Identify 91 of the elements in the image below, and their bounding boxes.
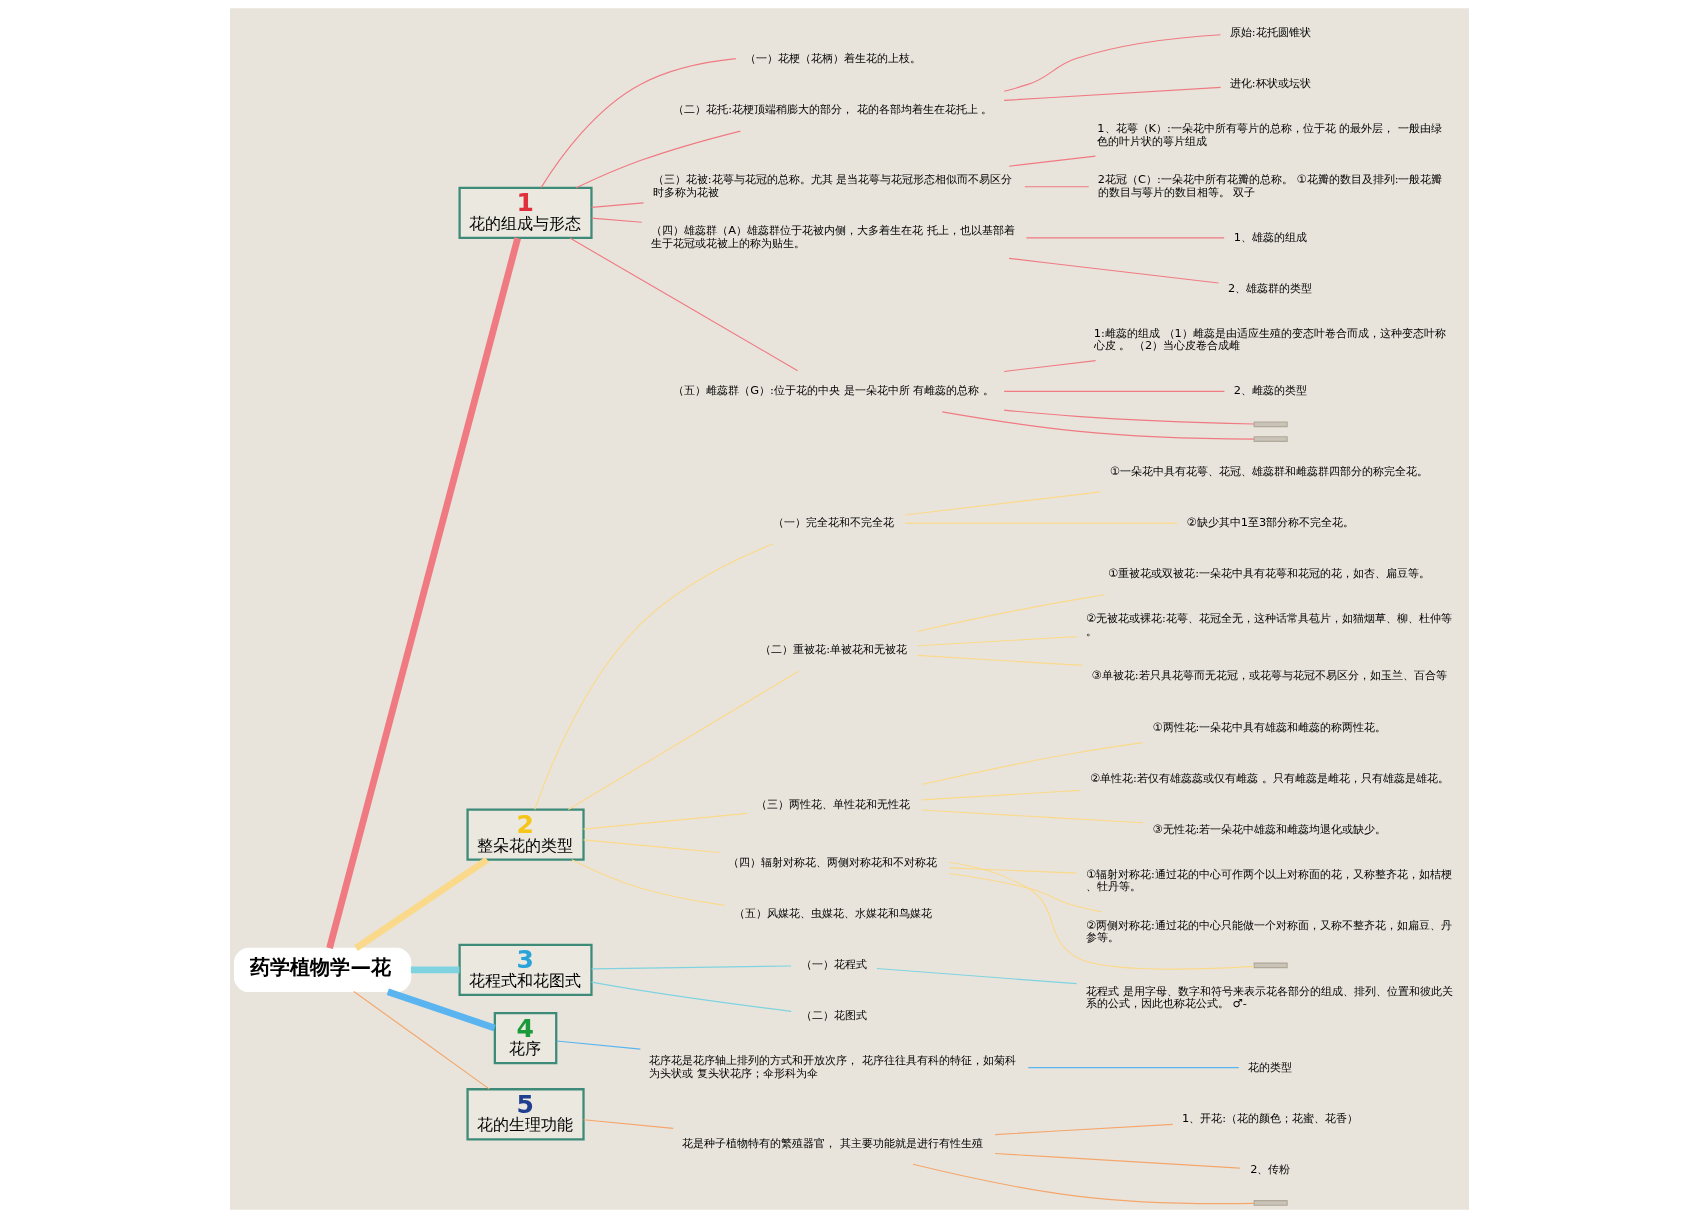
connector bbox=[540, 58, 737, 189]
node-box: 5 花的生理功能 bbox=[466, 1088, 585, 1141]
connector bbox=[1027, 1067, 1240, 1069]
node-text: 2、雄蕊群的类型 bbox=[1228, 280, 1313, 295]
connector bbox=[353, 990, 490, 1090]
node-text: 1、雄蕊的组成 bbox=[1233, 229, 1307, 244]
node-text: （四）辐射对称花、两侧对称花和不对称花 bbox=[728, 854, 938, 869]
connector bbox=[916, 654, 1083, 666]
node-box: 1 花的组成与形态 bbox=[458, 186, 593, 239]
connector bbox=[1003, 34, 1222, 92]
node-text: ①辐射对称花:通过花的中心可作两个以上对称面的花，又称整齐花，如桔梗、牡丹等。 bbox=[1085, 866, 1452, 894]
node-text: ②缺少其中1至3部分称不完全花。 bbox=[1186, 515, 1355, 530]
connector bbox=[948, 861, 1255, 970]
node-text: ③无性花:若一朵花中雄蕊和雌蕊均退化或缺少。 bbox=[1152, 821, 1387, 836]
connector bbox=[948, 867, 1077, 874]
node-text: （一）花梗（花柄）着生花的上枝。 bbox=[744, 51, 921, 66]
connector bbox=[994, 1123, 1174, 1136]
node-text: 花序花是花序轴上排列的方式和开放次序， 花序往往具有科的特征，如菊科为头状或 复头状花序；伞形科为伞 bbox=[649, 1053, 1017, 1080]
connector bbox=[569, 237, 799, 372]
node-text: ②无被花或裸花:花萼、花冠全无，这种话常具苞片，如猫烟草、柳、杜仲等。 bbox=[1085, 611, 1452, 638]
connector bbox=[575, 130, 741, 189]
connector bbox=[1003, 86, 1222, 101]
connector bbox=[916, 636, 1077, 647]
connector bbox=[583, 839, 720, 854]
node-text: （一）完全花和不完全花 bbox=[772, 515, 894, 530]
connector bbox=[876, 967, 1078, 985]
connector bbox=[591, 965, 792, 970]
connector bbox=[904, 491, 1102, 516]
node-text: （五）雌蕊群（G）:位于花的中央 是一朵花中所 有雌蕊的总称 。 bbox=[673, 383, 994, 398]
connector bbox=[912, 1163, 1255, 1205]
node-text: ②两侧对称花:通过花的中心只能做一个对称面，又称不整齐花，如扁豆、丹参等。 bbox=[1085, 917, 1452, 945]
node-text: （一）花程式 bbox=[800, 957, 867, 972]
connector bbox=[1003, 360, 1097, 372]
node-text: （三）两性花、单性花和无性花 bbox=[756, 796, 911, 811]
connector bbox=[567, 670, 800, 811]
node-text: ①一朵花中具有花萼、花冠、雄蕊群和雌蕊群四部分的称完全花。 bbox=[1109, 463, 1428, 478]
node-text: 原始:花托圆锥状 bbox=[1229, 25, 1311, 40]
node-text: （三）花被:花萼与花冠的总称。尤其 是当花萼与花冠形态相似而不易区分时多称为花被 bbox=[652, 172, 1013, 199]
node-box: 2 整朵花的类型 bbox=[466, 808, 585, 861]
node-text: （二）花图式 bbox=[800, 1008, 867, 1023]
node-bar bbox=[1253, 436, 1288, 442]
node-text: （二）花托:花梗顶端稍膨大的部分， 花的各部均着生在花托上 。 bbox=[673, 102, 993, 117]
node-box: 4 花序 bbox=[493, 1011, 558, 1065]
node-text: （四）雄蕊群（A）雄蕊群位于花被内侧，大多着生在花 托上，也以基部着生于花冠或花被上的称为贴生。 bbox=[651, 223, 1015, 250]
node-text: 花的类型 bbox=[1247, 1059, 1292, 1074]
connector bbox=[326, 237, 521, 949]
connector bbox=[556, 1040, 641, 1050]
connector bbox=[921, 742, 1144, 786]
node-bar bbox=[1253, 421, 1288, 428]
node-text: （二）重被花:单被花和无被花 bbox=[760, 642, 908, 657]
connector bbox=[1003, 409, 1255, 425]
connector bbox=[590, 981, 792, 1012]
connector bbox=[1003, 390, 1225, 392]
node-text: 2、传粉 bbox=[1250, 1161, 1291, 1176]
node-text: （五）风媒花、虫媒花、水媒花和鸟媒花 bbox=[734, 906, 933, 921]
node-text: 进化:杯状或坛状 bbox=[1229, 76, 1311, 91]
node-text: 1、开花:（花的颜色；花蜜、花香） bbox=[1181, 1110, 1359, 1125]
connector bbox=[916, 594, 1106, 633]
connector bbox=[583, 812, 748, 830]
node-text: 2、雌蕊的类型 bbox=[1233, 383, 1307, 398]
connector bbox=[354, 856, 490, 951]
connector bbox=[948, 872, 1103, 913]
connector bbox=[571, 859, 726, 906]
node-text: 2花冠（C）:一朵花中所有花瓣的总称。 ①花瓣的数目及排列:一般花瓣的数目与萼片的数目相等。 双子 bbox=[1097, 172, 1443, 199]
node-bar bbox=[1253, 1200, 1288, 1206]
connector bbox=[583, 1119, 674, 1129]
node-box: 3 花程式和花图式 bbox=[458, 943, 593, 997]
node-bar bbox=[1253, 962, 1288, 969]
node-text: ③单被花:若只具花萼而无花冠，或花萼与花冠不易区分，如玉兰、百合等 bbox=[1091, 668, 1447, 683]
connector bbox=[1008, 155, 1097, 167]
connector bbox=[534, 543, 774, 811]
connector bbox=[921, 789, 1082, 801]
connector bbox=[1008, 257, 1220, 284]
connector bbox=[1025, 237, 1225, 239]
node-text: ②单性花:若仅有雄蕊蕊或仅有雌蕊 。只有雌蕊是雌花，只有雄蕊是雄花。 bbox=[1089, 770, 1449, 785]
node-text: 花是种子植物特有的繁殖器官， 其主要功能就是进行有性生殖 bbox=[682, 1135, 984, 1150]
node-box: 药学植物学—花 bbox=[234, 947, 412, 993]
node-text: ①重被花或双被花:一朵花中具有花萼和花冠的花，如杏、扁豆等。 bbox=[1108, 566, 1431, 581]
node-text: 花程式 是用字母、数字和符号来表示花各部分的组成、排列、位置和彼此关系的公式，因此也称花公式。 ♂- bbox=[1085, 983, 1453, 1011]
connector bbox=[1024, 186, 1090, 188]
connector bbox=[386, 988, 496, 1032]
node-text: ①两性花:一朵花中具有雄蕊和雌蕊的称两性花。 bbox=[1152, 719, 1387, 734]
connector bbox=[591, 217, 643, 223]
connector bbox=[410, 966, 460, 974]
connector bbox=[904, 522, 1178, 524]
connector bbox=[941, 411, 1255, 440]
connector bbox=[994, 1152, 1241, 1169]
connector bbox=[921, 809, 1144, 824]
node-text: 1、花萼（K）:一朵花中所有萼片的总称，位于花 的最外层， 一般由绿色的叶片状的萼片组成 bbox=[1097, 121, 1443, 148]
node-text: 1:雌蕊的组成 （1）雌蕊是由适应生殖的变态叶卷合而成，这种变态叶称心皮 。 （2）当心皮卷合成雌 bbox=[1093, 325, 1446, 353]
connector bbox=[591, 202, 645, 208]
